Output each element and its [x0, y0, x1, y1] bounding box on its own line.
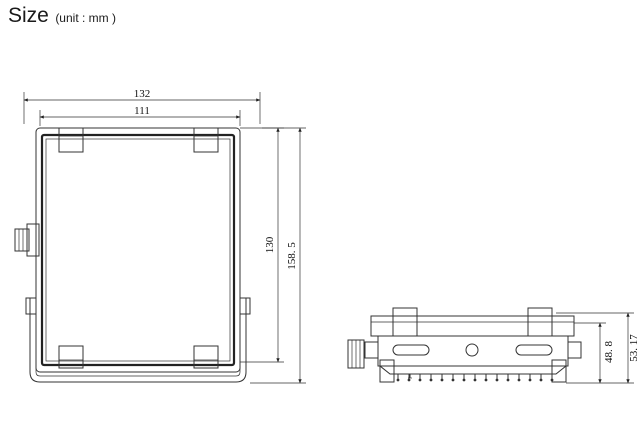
side-cable-gland: [347, 339, 365, 369]
front-cable-gland: [14, 223, 40, 257]
front-housing-outer: [35, 127, 241, 373]
dim-130-label: 130: [264, 236, 276, 253]
fin-tip: [440, 378, 444, 382]
dim-111-label: 111: [134, 105, 150, 117]
fin-tip: [418, 378, 422, 382]
dim-48-8: 48. 8: [566, 322, 615, 384]
fin-tip: [396, 378, 400, 382]
dim-132-label: 132: [134, 88, 151, 100]
dim-53-17-label: 53. 17: [628, 334, 640, 362]
side-bracket-left: [379, 359, 395, 383]
front-bottom-right-clip: [193, 345, 219, 369]
side-knob-right: [567, 341, 582, 359]
fin-tip: [407, 378, 411, 382]
front-mounting-bracket: [25, 297, 251, 383]
fin-tip: [539, 378, 543, 382]
dim-158-5-label: 158. 5: [286, 242, 298, 270]
front-top-right-clip: [193, 127, 219, 153]
side-slot-right: [515, 344, 553, 356]
fin-tip: [550, 378, 554, 382]
side-bracket-right: [551, 359, 567, 383]
front-lens-panel: [40, 133, 236, 367]
dim-48-8-label: 48. 8: [603, 341, 615, 364]
front-lens-inner-edge: [45, 138, 231, 362]
side-knob-left: [364, 341, 379, 359]
dim-130: 130: [240, 127, 284, 363]
fin-tip: [517, 378, 521, 382]
side-body: [377, 335, 569, 367]
dim-158-5: 158. 5: [250, 127, 306, 384]
side-slot-left: [392, 344, 430, 356]
fin-tip: [451, 378, 455, 382]
fin-tip: [528, 378, 532, 382]
fin-tip: [506, 378, 510, 382]
title-unit: (unit : mm ): [55, 11, 116, 25]
side-view: 48. 8 53. 17: [347, 307, 640, 384]
dim-111: 111: [39, 105, 241, 126]
fin-tip: [429, 378, 433, 382]
side-center-screw: [465, 343, 479, 357]
fin-tip: [473, 378, 477, 382]
front-view: 132 111 130 158. 5: [14, 88, 306, 384]
front-top-left-clip: [58, 127, 84, 153]
side-base: [378, 365, 568, 375]
diagram-title: Size (unit : mm ): [8, 4, 116, 28]
side-lens-plate: [370, 315, 575, 337]
side-fins: [396, 374, 554, 382]
dim-132: 132: [23, 88, 261, 124]
front-bottom-left-clip: [58, 345, 84, 369]
title-size: Size: [8, 4, 49, 27]
fin-tip: [495, 378, 499, 382]
fin-tip: [462, 378, 466, 382]
dim-53-17: 53. 17: [556, 312, 640, 384]
fin-tip: [484, 378, 488, 382]
